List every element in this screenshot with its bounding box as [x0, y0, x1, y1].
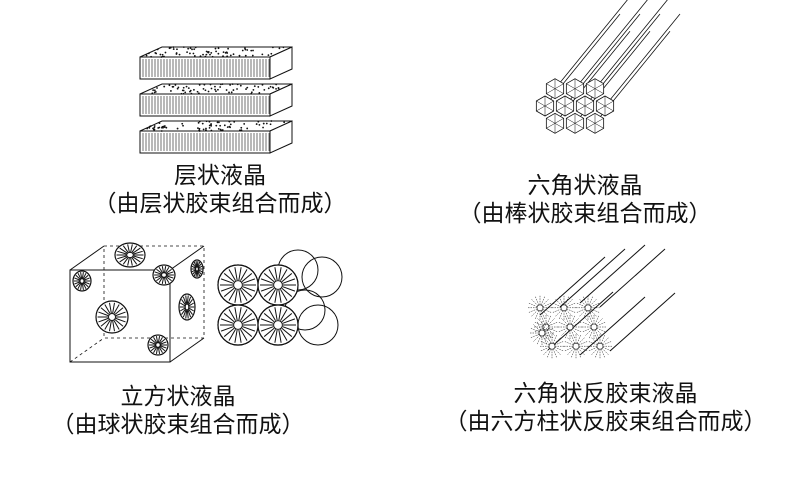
cube-micelle — [95, 300, 129, 334]
reverse-hexagonal-subtitle: （由六方柱状反胶束组合而成） — [444, 409, 767, 435]
sphere-micelle — [257, 264, 299, 306]
lamellar-slab — [139, 120, 293, 154]
reverse-rod-line — [539, 256, 606, 316]
rod-end — [555, 95, 575, 117]
rod-end — [545, 78, 565, 100]
cubic-title: 立方状液晶 — [120, 384, 236, 410]
reverse-rod-line — [599, 248, 666, 308]
cubic-diagram — [69, 242, 343, 363]
cube-micelle — [190, 259, 204, 279]
cube-micelle — [114, 242, 146, 268]
reverse-micelle — [534, 315, 558, 339]
rod-end — [565, 78, 585, 100]
rod-end — [545, 112, 565, 134]
cubic-subtitle: （由球状胶束组合而成） — [51, 412, 305, 438]
reverse-micelle — [540, 334, 564, 359]
cube-edge — [169, 245, 205, 271]
reverse-rod-line — [609, 292, 676, 352]
reverse-micelle — [576, 295, 600, 320]
cube-edge — [169, 337, 205, 363]
reverse-micelle — [582, 315, 606, 339]
rod-end — [535, 95, 555, 117]
rod-end — [565, 112, 585, 134]
cube-micelle — [152, 264, 176, 286]
reverse-micelle — [588, 334, 612, 359]
reverse-micelle — [558, 315, 582, 339]
lamellar-subtitle: （由层状胶束组合而成） — [93, 191, 347, 217]
cube-micelle — [72, 270, 92, 292]
reverse-micelle — [528, 295, 552, 320]
reverse-rod-line — [579, 244, 646, 304]
rod-line — [554, 0, 628, 89]
reverse-hexagonal-diagram — [528, 244, 676, 359]
reverse-rod-line — [579, 296, 646, 356]
lamellar-title: 层状液晶 — [174, 163, 266, 189]
reverse-rod-line — [547, 291, 614, 351]
rod-line — [594, 0, 668, 89]
lamellar-diagram — [139, 46, 293, 154]
rod-end — [585, 112, 605, 134]
reverse-hexagonal-title: 六角状反胶束液晶 — [513, 381, 698, 407]
rod-end — [575, 95, 595, 117]
rod-end — [585, 78, 605, 100]
hexagonal-caption: 六角状液晶 （由棒状胶束组合而成） — [420, 172, 750, 228]
sphere-micelle — [217, 264, 259, 306]
reverse-hexagonal-caption: 六角状反胶束液晶 （由六方柱状反胶束组合而成） — [408, 380, 803, 436]
lamellar-caption: 层状液晶 （由层状胶束组合而成） — [65, 162, 375, 218]
lamellar-slab — [139, 46, 293, 80]
hexagonal-subtitle: （由棒状胶束组合而成） — [458, 201, 712, 227]
cube-front-face — [69, 269, 171, 363]
hexagonal-title: 六角状液晶 — [527, 173, 643, 199]
rod-line — [604, 13, 681, 107]
rod-line — [574, 0, 648, 89]
sphere-outline — [301, 256, 343, 298]
reverse-micelle — [564, 334, 588, 359]
cube-edge — [69, 245, 105, 271]
cubic-caption: 立方状液晶 （由球状胶束组合而成） — [18, 383, 338, 439]
cube-micelle — [147, 334, 169, 356]
rod-end — [595, 95, 615, 117]
reverse-micelle — [530, 321, 554, 345]
sphere-micelle — [257, 304, 299, 346]
cube-edge — [69, 337, 105, 363]
cube-micelle — [178, 293, 196, 321]
hexagonal-diagram — [535, 0, 681, 134]
lamellar-slab — [139, 83, 293, 117]
reverse-rod-line — [559, 248, 626, 308]
sphere-micelle — [217, 304, 259, 346]
reverse-micelle — [552, 295, 576, 320]
